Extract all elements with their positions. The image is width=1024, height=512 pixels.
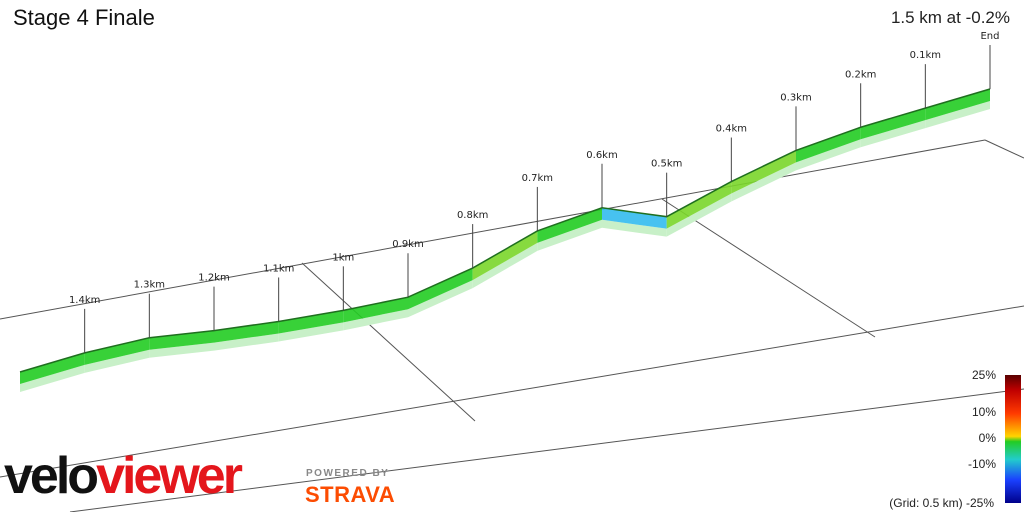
- profile-shadow-segment: [343, 309, 408, 331]
- marker-label: 0.7km: [522, 173, 553, 184]
- profile-segment: [666, 181, 732, 229]
- profile-segment: [731, 150, 796, 194]
- legend-label: 0%: [978, 431, 996, 445]
- profile-segment: [149, 330, 214, 350]
- profile-shadow-segment: [149, 342, 214, 358]
- segment-summary: 1.5 km at -0.2%: [890, 8, 1010, 27]
- grid-line: [984, 139, 1024, 159]
- profile-segment: [408, 268, 473, 310]
- profile-shadow-segment: [860, 120, 926, 148]
- grid-line: [0, 139, 986, 320]
- marker-label: 0.6km: [586, 150, 617, 161]
- marker-label: 1.4km: [69, 295, 100, 306]
- gradient-color-scale: [1005, 375, 1021, 503]
- marker-label: 1.2km: [198, 273, 229, 284]
- logo-velo: velo: [4, 447, 99, 505]
- profile-segment: [472, 230, 538, 281]
- marker-label: End: [980, 31, 999, 42]
- grid-note: (Grid: 0.5 km) -25%: [889, 496, 994, 510]
- logo-viewer: viewer: [96, 447, 243, 505]
- marker-label: 0.9km: [392, 239, 423, 250]
- strava-logo: STRAVA: [305, 482, 396, 507]
- marker-label: 0.5km: [651, 159, 682, 170]
- profile-segment: [860, 108, 926, 140]
- profile-shadow-segment: [602, 219, 667, 237]
- legend-label: 10%: [971, 405, 996, 419]
- veloviewer-logo: veloviewer: [4, 447, 243, 505]
- profile-top-edge: [19, 88, 991, 373]
- profile-shadow-segment: [278, 322, 344, 342]
- marker-label: 0.3km: [780, 92, 811, 103]
- powered-by-label: POWERED BY: [306, 468, 390, 479]
- legend-label: -10%: [967, 457, 996, 471]
- grid-line: [301, 262, 476, 422]
- profile-shadow-segment: [537, 219, 602, 251]
- legend-label: 25%: [971, 368, 996, 382]
- elevation-ribbon: [19, 88, 991, 392]
- grid-line: [0, 305, 1024, 478]
- marker-label: 0.4km: [716, 124, 747, 135]
- page-title: Stage 4 Finale: [13, 5, 155, 30]
- gradient-legend: 25% 10% 0% -10%: [944, 368, 1024, 512]
- profile-segment: [278, 310, 344, 334]
- profile-shadow-segment: [84, 349, 150, 373]
- profile-shadow-segment: [925, 101, 990, 129]
- marker-label: 1.3km: [134, 280, 165, 291]
- profile-shadow-segment: [214, 333, 279, 351]
- ground-grid: [0, 139, 1024, 512]
- profile-shadow-segment: [472, 242, 538, 289]
- profile-shadow-segment: [731, 162, 796, 202]
- marker-label: 0.2km: [845, 69, 876, 80]
- profile-shadow-segment: [408, 280, 473, 318]
- profile-segment: [602, 207, 667, 229]
- profile-segment: [537, 207, 602, 243]
- profile-segment: [214, 321, 279, 343]
- distance-markers: 1.4km 1.3km 1.2km 1.1km 1km 0.9km 0.8km 0.7km 0.…: [69, 31, 1000, 353]
- profile-shadow-segment: [20, 364, 85, 392]
- profile-segment: [20, 352, 85, 384]
- marker-label: 0.1km: [910, 50, 941, 61]
- profile-segment: [84, 337, 150, 365]
- marker-label: 0.8km: [457, 210, 488, 221]
- marker-label: 1.1km: [263, 263, 294, 274]
- profile-segment: [796, 127, 861, 163]
- profile-segment: [343, 297, 408, 323]
- profile-shadow-segment: [796, 139, 861, 171]
- grid-spacing-note: (Grid: 0.5 km): [889, 496, 963, 510]
- grid-line: [69, 388, 1024, 512]
- grid-line: [661, 198, 876, 338]
- profile-segment: [925, 89, 990, 121]
- legend-label: -25%: [965, 496, 994, 510]
- profile-shadow-segment: [666, 193, 732, 237]
- marker-label: 1km: [332, 252, 354, 263]
